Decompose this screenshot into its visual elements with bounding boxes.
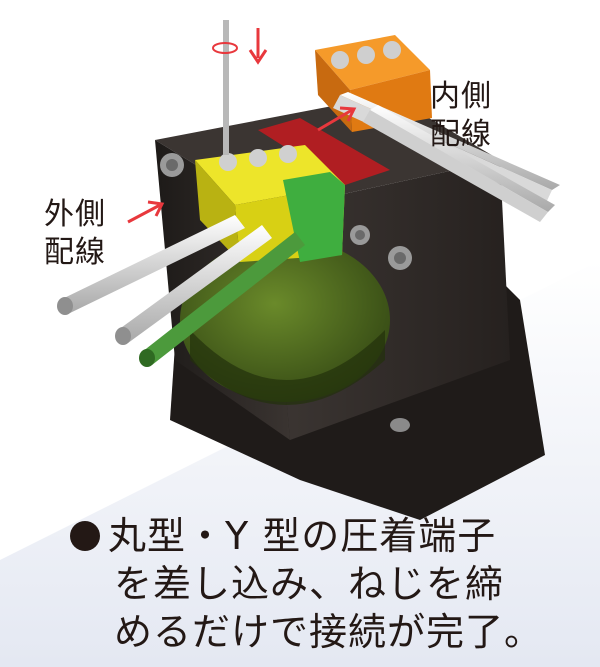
bolt-icon [350,225,370,245]
inner-wires [333,92,560,222]
outer-wiring-label: 外側 配線 [44,196,106,272]
screwdriver [223,20,229,155]
arrow-down-icon [248,28,268,65]
mounting-hole [390,418,410,432]
arrow-right-icon [317,106,357,132]
outer-wiring-label-line1: 外側 [44,197,106,232]
caption: 丸型・Y 型の圧着端子 を差し込み、ねじを締 めるだけで接続が完了。 [70,512,590,656]
caption-line-3: めるだけで接続が完了。 [114,610,544,654]
bolt-icon [160,153,184,177]
arrow-right-icon [127,200,165,224]
caption-line-2: を差し込み、ねじを締 [114,562,505,606]
inner-wiring-label-line2: 配線 [430,117,492,152]
inner-terminal-block [315,35,432,132]
outer-wiring-label-line2: 配線 [44,235,106,270]
nameplate [258,118,390,185]
inner-wiring-label-line1: 内側 [430,79,492,114]
inner-wiring-label: 内側 配線 [430,78,492,154]
bullet-icon [70,521,100,551]
bolt-icon [388,246,412,270]
caption-line-1: 丸型・Y 型の圧着端子 [70,512,590,560]
coil-shadow [190,330,385,405]
rotate-icon [212,42,238,54]
caption-line-1-text: 丸型・Y 型の圧着端子 [108,514,497,558]
outer-wires [57,215,305,367]
coil [180,238,390,402]
